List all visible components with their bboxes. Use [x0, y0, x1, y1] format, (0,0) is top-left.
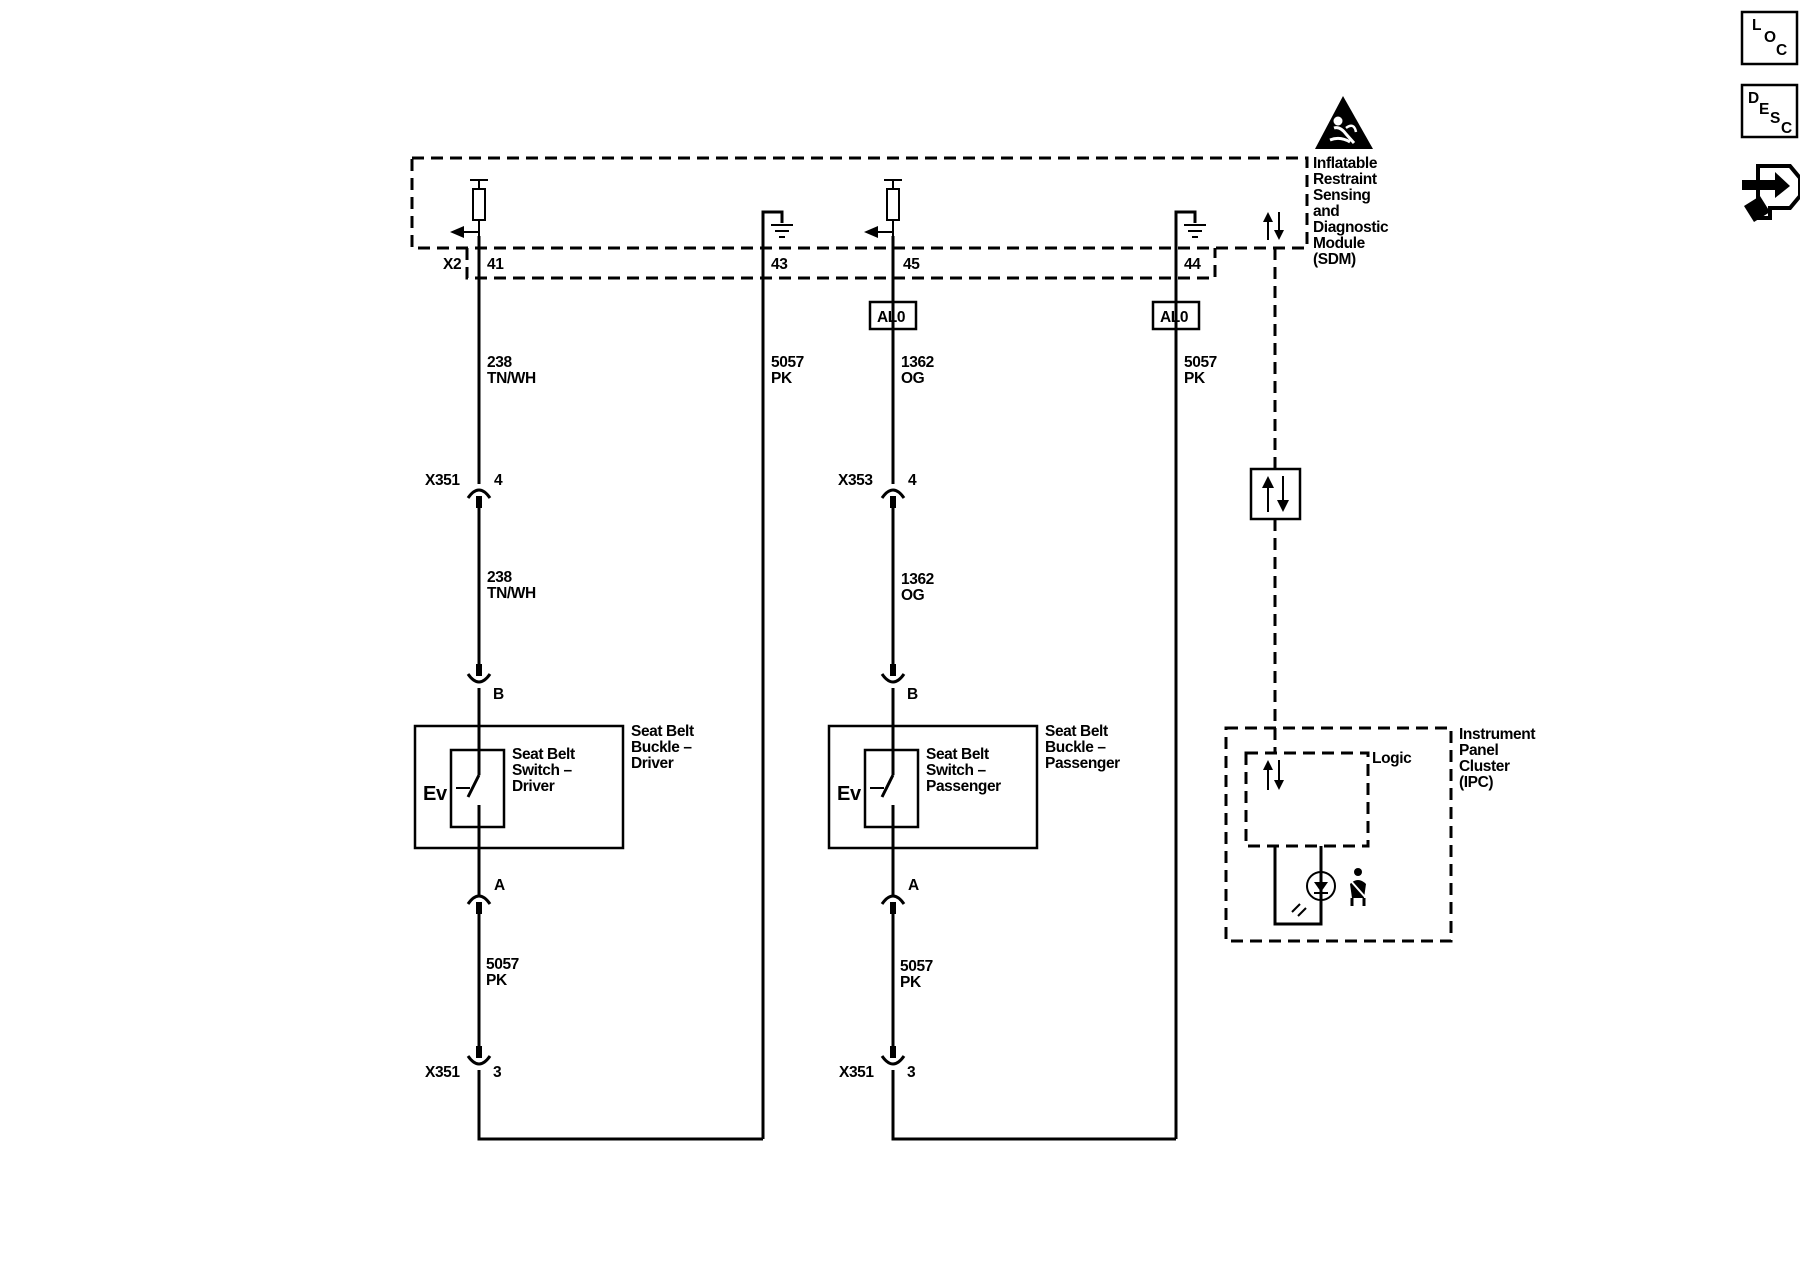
- serial-data-icon: [1263, 212, 1284, 240]
- sdm-module-outline: [410, 156, 1309, 250]
- connector-label-x351: X351: [425, 1064, 460, 1081]
- sdm-connector-label: X2: [443, 256, 461, 273]
- circuit-label-pass-mid: 1362 OG: [901, 571, 938, 604]
- option-tag-al0: [1151, 300, 1201, 331]
- switch-label-passenger: Seat Belt Switch – Passenger: [926, 746, 1001, 795]
- circuit-label-driver-upper: 238 TN/WH: [487, 354, 536, 387]
- sensor-symbol: Ev: [423, 783, 448, 805]
- ground-icon: [761, 210, 793, 1139]
- circuit-label-pass-lower: 5057 PK: [900, 958, 937, 991]
- inline-connector-x351-pin4: [466, 488, 492, 508]
- sdm-pin-43: 43: [771, 256, 788, 273]
- ipc-module-outline: [1224, 726, 1453, 943]
- sdm-pin-45: 45: [903, 256, 920, 273]
- connector-label-x351: X351: [425, 472, 460, 489]
- connector-pin-label: 3: [493, 1064, 502, 1081]
- seat-belt-buckle-passenger: [827, 724, 1039, 850]
- loc-button[interactable]: L O C: [1740, 10, 1799, 66]
- svg-text:C: C: [1781, 120, 1792, 137]
- serial-data-icon: [1249, 467, 1302, 521]
- seat-belt-icon: [1349, 868, 1367, 906]
- inline-connector-pin-b: [466, 664, 492, 684]
- sdm-pin-44: 44: [1184, 256, 1201, 273]
- connector-label-x351: X351: [839, 1064, 874, 1081]
- ground-icon: [1174, 210, 1206, 1139]
- fuse-icon: [450, 179, 488, 238]
- inline-connector-x351-pin3: [880, 1046, 906, 1066]
- connector-label-x353: X353: [838, 472, 873, 489]
- option-tag-label: AL0: [1160, 309, 1188, 326]
- connector-pin-label: B: [907, 686, 918, 703]
- connector-pin-label: A: [494, 877, 505, 894]
- airbag-warning-icon: [1315, 96, 1373, 149]
- connector-pin-label: 3: [907, 1064, 916, 1081]
- indicator-lamp-icon: [1291, 871, 1336, 917]
- connector-pin-label: 4: [494, 472, 503, 489]
- circuit-label-driver-mid: 238 TN/WH: [487, 569, 536, 602]
- svg-text:L: L: [1752, 17, 1761, 34]
- inline-connector-x351-pin3: [466, 1046, 492, 1066]
- sdm-label: Inflatable Restraint Sensing and Diagnos…: [1313, 155, 1392, 268]
- circuit-label-pass-ground: 5057 PK: [1184, 354, 1221, 387]
- svg-text:S: S: [1770, 110, 1780, 127]
- connector-pin-label: A: [908, 877, 919, 894]
- option-tag-al0: [868, 300, 918, 331]
- desc-button[interactable]: D E S C: [1740, 83, 1799, 139]
- svg-text:D: D: [1748, 90, 1759, 107]
- ipc-label: Instrument Panel Cluster (IPC): [1459, 726, 1539, 791]
- component-label-driver-buckle: Seat Belt Buckle – Driver: [631, 723, 698, 772]
- sdm-connector-outline: [465, 248, 1217, 280]
- sensor-symbol: Ev: [837, 783, 862, 805]
- svg-text:O: O: [1764, 29, 1776, 46]
- svg-text:E: E: [1759, 101, 1769, 118]
- component-label-passenger-buckle: Seat Belt Buckle – Passenger: [1045, 723, 1120, 772]
- circuit-label-pass-upper: 1362 OG: [901, 354, 938, 387]
- inline-connector-pin-a: [466, 894, 492, 914]
- option-tag-label: AL0: [877, 309, 905, 326]
- inline-connector-pin-a: [880, 894, 906, 914]
- connector-pin-label: 4: [908, 472, 917, 489]
- fuse-icon: [864, 179, 902, 238]
- circuit-label-driver-ground: 5057 PK: [771, 354, 808, 387]
- svg-text:C: C: [1776, 42, 1787, 59]
- switch-contact-icon: [870, 726, 895, 896]
- ipc-logic-label: Logic: [1372, 750, 1412, 767]
- seat-belt-buckle-driver: [413, 724, 625, 850]
- serial-data-icon: [1263, 760, 1284, 790]
- sdm-pin-41: 41: [487, 256, 504, 273]
- inline-connector-pin-b: [880, 664, 906, 684]
- connector-pin-label: B: [493, 686, 504, 703]
- switch-label-driver: Seat Belt Switch – Driver: [512, 746, 579, 795]
- switch-contact-icon: [456, 726, 481, 896]
- inline-connector-x353-pin4: [880, 488, 906, 508]
- circuit-label-driver-lower: 5057 PK: [486, 956, 523, 989]
- connector-view-icon[interactable]: [1742, 164, 1800, 222]
- ipc-logic-block: [1244, 751, 1370, 848]
